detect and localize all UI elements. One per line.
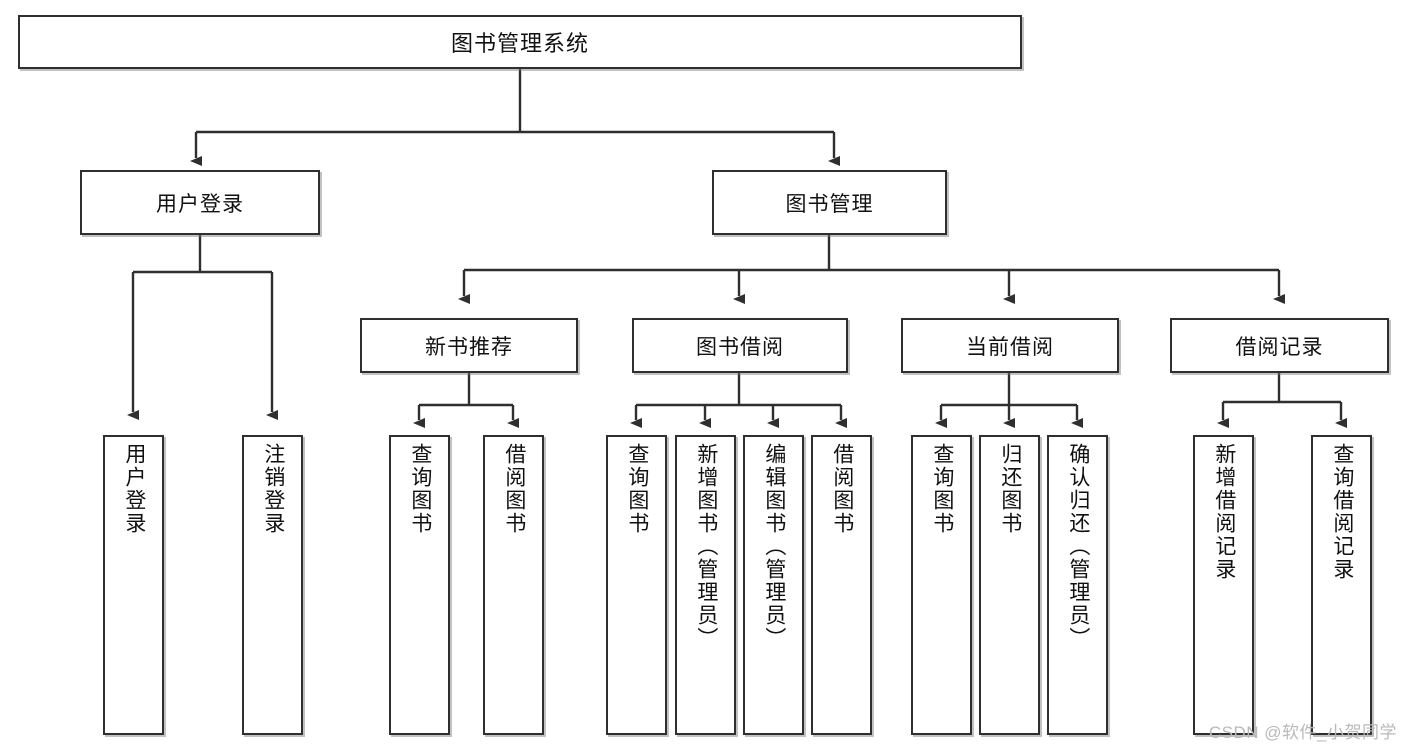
node-book-borrow[interactable]: 图书借阅 [632,318,848,373]
leaf-logout[interactable]: 注销登录 [242,435,303,735]
node-user-login[interactable]: 用户登录 [80,170,320,235]
leaf-borrow-book[interactable]: 借阅图书 [811,435,872,735]
node-label: 借阅图书 [502,443,526,535]
node-label: 新增借阅记录 [1212,443,1236,581]
leaf-add-book-admin[interactable]: 新增图书（管理员） [675,435,736,735]
node-borrow-record[interactable]: 借阅记录 [1170,318,1389,373]
node-label: 归还图书 [998,443,1022,535]
node-label: 确认归还（管理员） [1066,443,1090,650]
node-root-book-management-system[interactable]: 图书管理系统 [18,15,1022,69]
node-label: 图书管理系统 [450,31,589,56]
leaf-borrow-book-recommend[interactable]: 借阅图书 [483,435,544,735]
node-label: 查询借阅记录 [1330,443,1354,581]
node-label: 注销登录 [261,443,285,535]
leaf-query-book-current[interactable]: 查询图书 [911,435,972,735]
watermark-text: CSDN @软件_小贺同学 [1208,723,1397,742]
node-label: 图书管理 [785,192,874,216]
node-label: 用户登录 [122,443,146,535]
node-label: 新书推荐 [425,335,513,359]
node-label: 借阅记录 [1235,335,1324,359]
node-label: 借阅图书 [830,443,854,535]
leaf-query-borrow-record[interactable]: 查询借阅记录 [1311,435,1372,735]
node-current-borrow[interactable]: 当前借阅 [901,318,1119,373]
node-label: 当前借阅 [966,335,1054,359]
leaf-confirm-return-admin[interactable]: 确认归还（管理员） [1047,435,1108,735]
leaf-edit-book-admin[interactable]: 编辑图书（管理员） [743,435,804,735]
leaf-return-book[interactable]: 归还图书 [979,435,1040,735]
node-label: 用户登录 [156,192,244,216]
node-book-management[interactable]: 图书管理 [712,170,947,235]
node-label: 编辑图书（管理员） [762,443,786,650]
node-new-book-recommendation[interactable]: 新书推荐 [360,318,578,373]
leaf-query-book-recommend[interactable]: 查询图书 [389,435,450,735]
node-label: 新增图书（管理员） [694,443,718,650]
node-label: 图书借阅 [696,335,784,359]
node-label: 查询图书 [930,443,954,535]
leaf-query-book-borrow[interactable]: 查询图书 [606,435,667,735]
node-label: 查询图书 [625,443,649,535]
leaf-user-login[interactable]: 用户登录 [103,435,164,735]
leaf-add-borrow-record[interactable]: 新增借阅记录 [1193,435,1254,735]
node-label: 查询图书 [408,443,432,535]
